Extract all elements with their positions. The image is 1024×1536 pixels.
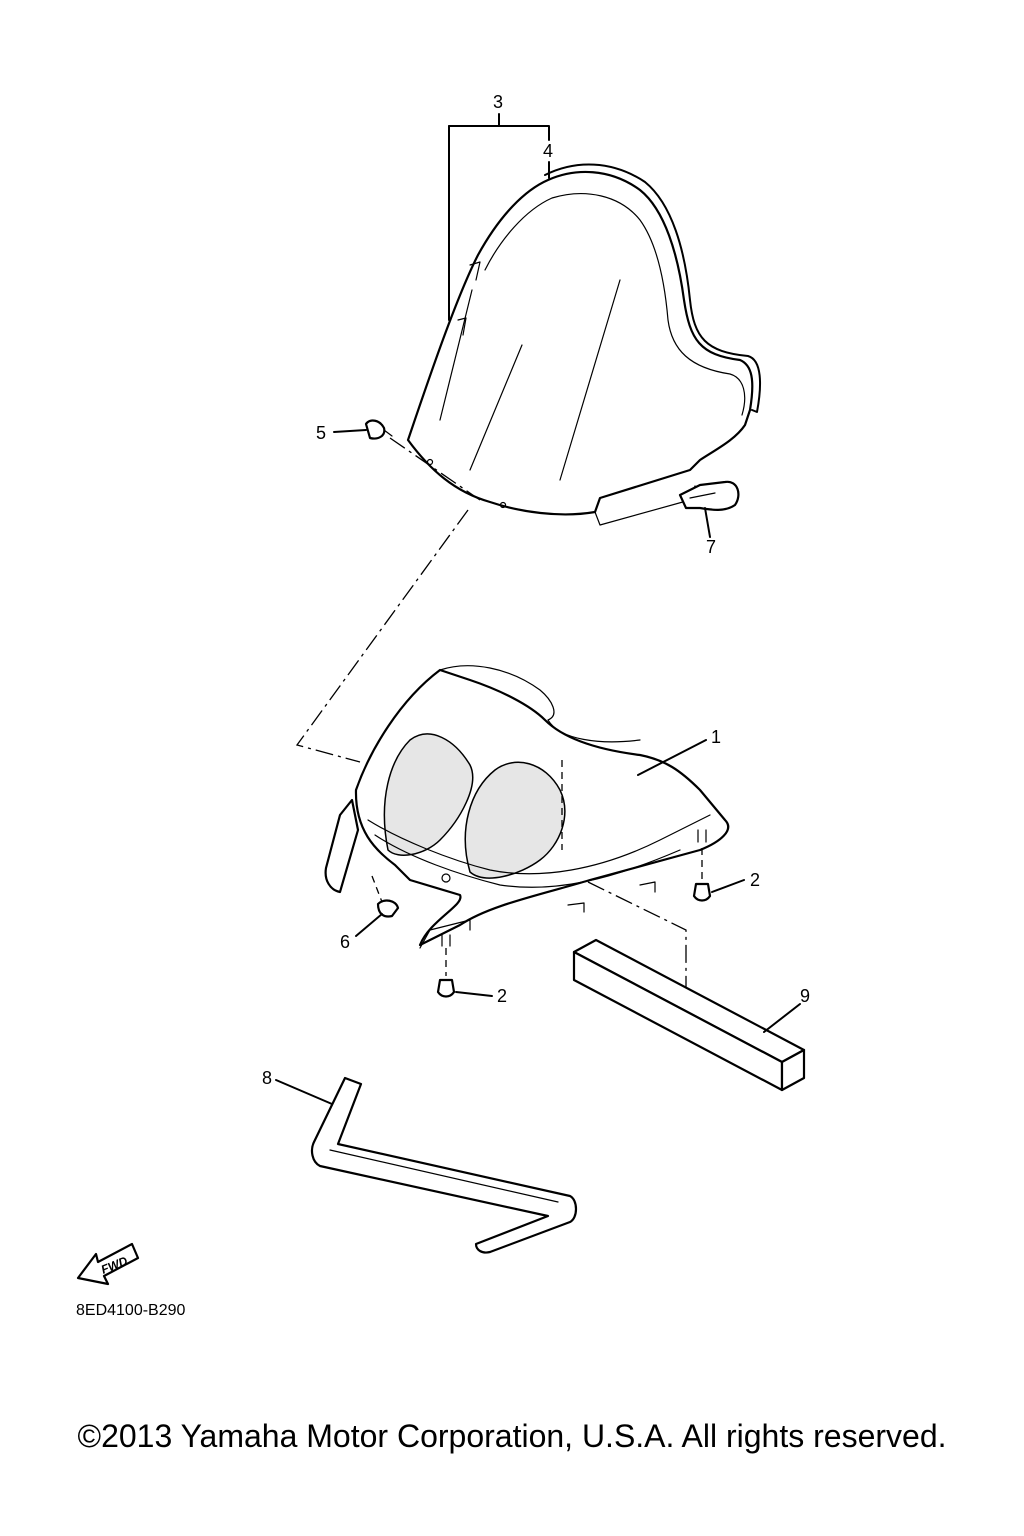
callout-leader-2a (711, 879, 745, 893)
glass-shade-line (469, 344, 523, 471)
callout-leader-1 (637, 739, 707, 776)
cowl-top-lip (439, 665, 555, 721)
dome-left (383, 733, 474, 856)
callout-bracket-top (448, 125, 550, 141)
callout-2-lower: 2 (497, 986, 507, 1006)
callout-leader-5 (333, 429, 367, 433)
callout-3: 3 (493, 92, 503, 112)
callout-8: 8 (262, 1068, 272, 1088)
assembly-line (295, 509, 469, 763)
bolt-mark (441, 934, 451, 947)
callout-9: 9 (800, 986, 810, 1006)
mount-hole (441, 873, 451, 883)
foam-block-9 (572, 938, 806, 1092)
cowl-assembly (324, 665, 730, 949)
cowl-rim (367, 814, 711, 875)
cowl-tab (419, 919, 471, 949)
callout-leader-6 (355, 913, 383, 937)
mount-hole (499, 501, 507, 509)
edge-notch (469, 261, 481, 281)
cowl-ridge (547, 719, 641, 743)
cowl-side-fin (324, 798, 360, 894)
bolt-mark (697, 829, 707, 843)
clip-7 (678, 480, 740, 511)
callout-leader-9 (763, 1003, 801, 1033)
cowl-tab (567, 902, 585, 913)
assembly-line (587, 881, 687, 1004)
diagram-code: 8ED4100-B290 (76, 1302, 186, 1319)
screw-5 (364, 419, 393, 440)
dome-right (464, 761, 566, 879)
mount-hole (426, 458, 434, 466)
glass-shade-line (439, 289, 473, 421)
fwd-label: FWD (99, 1253, 130, 1276)
callout-7: 7 (706, 537, 716, 557)
fwd-arrow-icon: FWD (76, 1242, 140, 1286)
grommet-6 (371, 875, 400, 918)
callout-4: 4 (543, 141, 553, 161)
trim-strip (544, 163, 761, 413)
windshield (406, 170, 754, 516)
callout-1: 1 (711, 727, 721, 747)
callout-2-upper: 2 (750, 870, 760, 890)
assembly-line (389, 437, 481, 501)
copyright-notice: ©2013 Yamaha Motor Corporation, U.S.A. A… (77, 1418, 947, 1454)
glass-shade-line (559, 279, 621, 481)
callout-5: 5 (316, 423, 326, 443)
callout-leader-7 (704, 507, 711, 538)
cowl-tab (639, 881, 656, 893)
windshield-inner-edge (484, 193, 746, 416)
edge-notch (457, 317, 467, 336)
callout-leader-8 (275, 1079, 333, 1105)
cowl-rim-lower (374, 834, 681, 888)
callout-6: 6 (340, 932, 350, 952)
windshield-assembly (406, 163, 761, 526)
callout-leader-2b (455, 991, 493, 997)
seal-strip-8 (310, 1076, 578, 1254)
bolt-2-upper (692, 848, 712, 902)
bolt-2-lower (436, 948, 456, 998)
